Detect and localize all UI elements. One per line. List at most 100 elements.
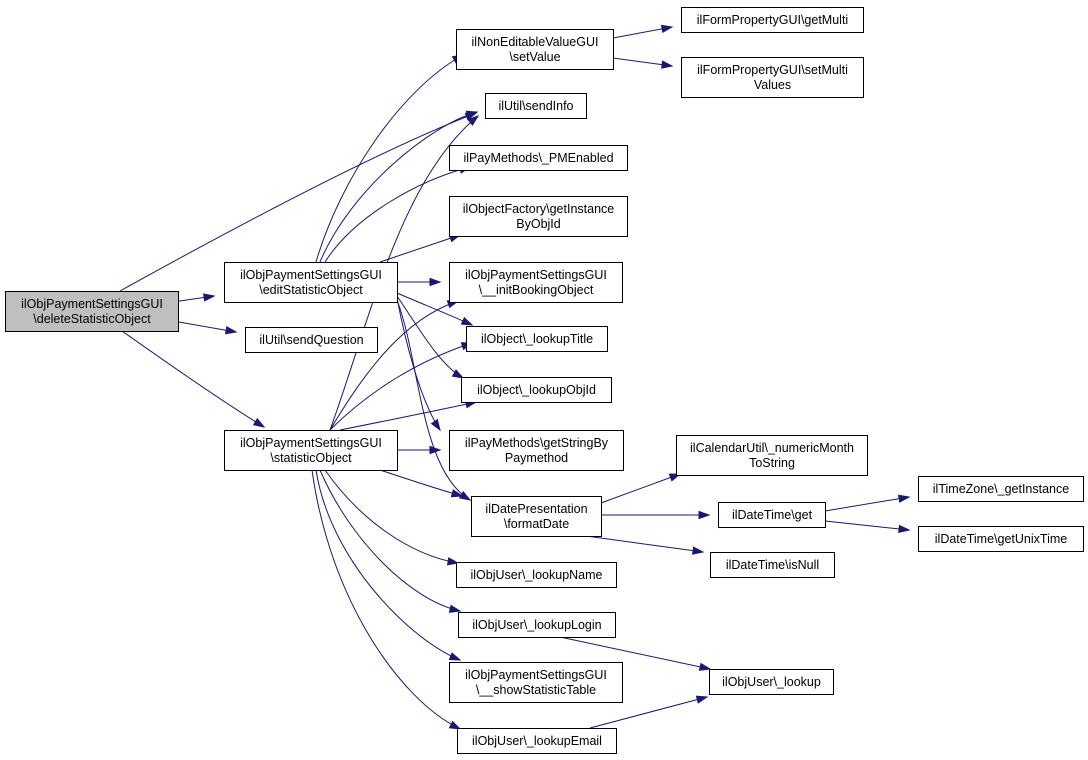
edge-root-to-edit: [172, 293, 216, 303]
node-box: [466, 326, 608, 352]
node-lookupname[interactable]: ilObjUser\_lookupName: [456, 562, 617, 588]
edge-arrowhead: [429, 277, 442, 287]
edge-arrowhead: [448, 720, 462, 730]
node-box: [681, 7, 864, 33]
node-formatdate[interactable]: ilDatePresentation\formatDate: [471, 496, 602, 537]
edge-edit-to-nonedit: [315, 54, 465, 263]
edge-arrowhead: [203, 293, 216, 302]
node-label-line: ilObjPaymentSettingsGUI: [21, 297, 163, 311]
node-box: [709, 669, 834, 695]
edge-line: [329, 300, 459, 431]
edge-arrowhead: [446, 557, 460, 566]
node-root[interactable]: ilObjPaymentSettingsGUI\deleteStatisticO…: [5, 291, 179, 332]
edge-dtget-to-tzinst: [824, 494, 911, 512]
edge-edit-to-formatdate: [396, 299, 472, 501]
node-nonedit[interactable]: ilNonEditableValueGUI\setValue: [456, 29, 614, 70]
edge-arrowhead: [467, 115, 480, 126]
node-lookupobjid[interactable]: ilObject\_lookupObjId: [461, 377, 612, 403]
node-label-line: ilObject\_lookupTitle: [481, 332, 593, 346]
edge-stat-to-initbooking: [329, 300, 460, 431]
edge-root-to-sendq: [172, 320, 238, 335]
node-box: [918, 526, 1084, 552]
node-label-line: Values: [754, 78, 791, 92]
node-box: [471, 496, 602, 537]
node-box: [456, 562, 617, 588]
edge-arrowhead: [695, 695, 709, 704]
node-box: [449, 262, 623, 303]
edge-stat-to-lookuplogin: [319, 469, 462, 613]
edge-line: [315, 469, 461, 661]
node-box: [676, 435, 868, 476]
edge-line: [396, 295, 464, 379]
node-unixtime[interactable]: ilDateTime\getUnixTime: [918, 526, 1084, 552]
edge-edit-to-sendinfo: [319, 110, 479, 263]
node-label-line: ilTimeZone\_getInstance: [933, 482, 1069, 496]
node-label-line: \editStatisticObject: [259, 283, 363, 297]
edge-lookupemail-to-lookup: [589, 695, 709, 729]
edge-line: [121, 330, 265, 428]
edge-nonedit-to-setmulti: [612, 57, 674, 69]
edge-dtget-to-unixtime: [824, 520, 911, 534]
edge-line: [379, 234, 461, 263]
node-lookuptitle[interactable]: ilObject\_lookupTitle: [466, 326, 608, 352]
node-label-line: ilObjectFactory\getInstance: [463, 202, 615, 216]
node-sendq[interactable]: ilUtil\sendQuestion: [245, 327, 378, 353]
node-showstat[interactable]: ilObjPaymentSettingsGUI\__showStatisticT…: [449, 662, 623, 703]
node-label-line: ilFormPropertyGUI\getMulti: [697, 13, 848, 27]
edge-edit-to-objfactory: [379, 234, 462, 263]
node-tzinst[interactable]: ilTimeZone\_getInstance: [918, 476, 1084, 502]
edge-line: [600, 473, 681, 504]
node-pmenabled[interactable]: ilPayMethods\_PMEnabled: [449, 145, 628, 171]
node-box: [918, 476, 1084, 502]
edge-stat-to-lookupemail: [311, 469, 462, 730]
node-sendinfo[interactable]: ilUtil\sendInfo: [485, 93, 587, 119]
edge-formatdate-to-dtget: [601, 510, 711, 520]
node-label-line: ilObjPaymentSettingsGUI: [240, 268, 382, 282]
node-label-line: ilFormPropertyGUI\setMulti: [697, 63, 848, 77]
edge-nonedit-to-getmulti: [612, 24, 674, 39]
node-label-line: ilDatePresentation: [485, 502, 587, 516]
node-stat[interactable]: ilObjPaymentSettingsGUI\statisticObject: [224, 430, 398, 471]
node-dtget[interactable]: ilDateTime\get: [718, 502, 826, 528]
node-box: [224, 262, 398, 303]
node-lookupemail[interactable]: ilObjUser\_lookupEmail: [457, 728, 617, 754]
node-label-line: ilPayMethods\_PMEnabled: [463, 151, 613, 165]
edge-line: [172, 320, 237, 333]
node-lookup[interactable]: ilObjUser\_lookup: [709, 669, 834, 695]
edge-line: [824, 496, 910, 512]
node-edit[interactable]: ilObjPaymentSettingsGUI\editStatisticObj…: [224, 262, 398, 303]
node-box: [449, 430, 624, 471]
edge-line: [585, 535, 704, 553]
node-label-line: ilObjUser\_lookup: [722, 675, 821, 689]
node-label-line: ToString: [749, 456, 795, 470]
edge-line: [396, 297, 441, 431]
edge-arrowhead: [224, 326, 238, 335]
node-box: [458, 612, 616, 638]
node-label-line: ilUtil\sendQuestion: [259, 333, 363, 347]
node-box: [681, 57, 864, 98]
edge-edit-to-lookupobjid: [396, 295, 465, 379]
node-dtisnull[interactable]: ilDateTime\isNull: [710, 552, 835, 578]
edge-arrowhead: [450, 489, 464, 498]
node-label-line: \formatDate: [504, 517, 569, 531]
nodes-layer: ilObjPaymentSettingsGUI\deleteStatisticO…: [5, 7, 1084, 754]
node-getmulti[interactable]: ilFormPropertyGUI\getMulti: [681, 7, 864, 33]
edge-arrowhead: [252, 417, 266, 428]
node-box: [245, 327, 378, 353]
edge-arrowhead: [698, 662, 712, 671]
node-label-line: ilObjUser\_lookupEmail: [472, 734, 602, 748]
node-box: [5, 291, 179, 332]
edge-stat-to-lookupobjid: [339, 400, 478, 431]
node-lookuplogin[interactable]: ilObjUser\_lookupLogin: [458, 612, 616, 638]
node-label-line: ilDateTime\getUnixTime: [935, 532, 1067, 546]
edge-line: [315, 54, 464, 263]
edge-arrowhead: [661, 60, 674, 69]
node-initbooking[interactable]: ilObjPaymentSettingsGUI\__initBookingObj…: [449, 262, 623, 303]
node-box: [449, 145, 628, 171]
edge-line: [379, 469, 463, 497]
edge-line: [319, 469, 461, 612]
